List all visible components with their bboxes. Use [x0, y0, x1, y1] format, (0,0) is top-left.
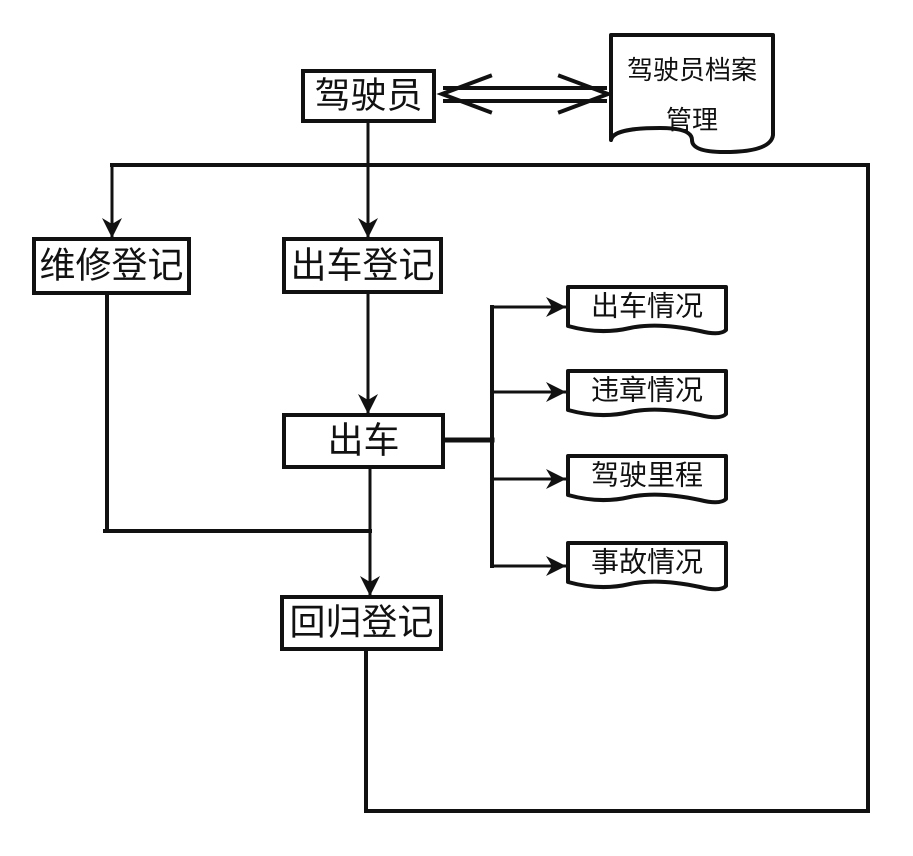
- driver-archive-label-line1: 驾驶员档案: [627, 56, 757, 86]
- accident-status-document: 事故情况: [566, 541, 728, 592]
- departure-status-label: 出车情况: [591, 290, 703, 323]
- departure-node: 出车: [282, 413, 445, 469]
- connectors: [102, 73, 870, 813]
- return-registration-label: 回归登记: [289, 603, 433, 644]
- driver-archive-label-line2: 管理: [666, 106, 718, 136]
- violation-status-document: 违章情况: [566, 369, 728, 420]
- driving-mileage-label: 驾驶里程: [591, 459, 703, 492]
- double-arrow-left-head: [436, 73, 493, 115]
- violation-status-label: 违章情况: [591, 374, 703, 407]
- accident-status-label: 事故情况: [591, 546, 703, 579]
- driver-node: 驾驶员: [301, 69, 436, 123]
- double-arrow-right-head: [557, 73, 614, 115]
- driver-label: 驾驶员: [314, 76, 422, 117]
- driving-mileage-document: 驾驶里程: [566, 454, 728, 505]
- repair-registration-label: 维修登记: [39, 246, 183, 287]
- departure-status-document: 出车情况: [566, 285, 728, 336]
- departure-label: 出车: [327, 421, 399, 462]
- driver-archive-node: 驾驶员档案 管理: [609, 33, 775, 154]
- repair-registration-node: 维修登记: [32, 237, 191, 295]
- return-registration-node: 回归登记: [280, 595, 443, 651]
- departure-registration-node: 出车登记: [282, 237, 443, 294]
- departure-registration-label: 出车登记: [290, 246, 434, 287]
